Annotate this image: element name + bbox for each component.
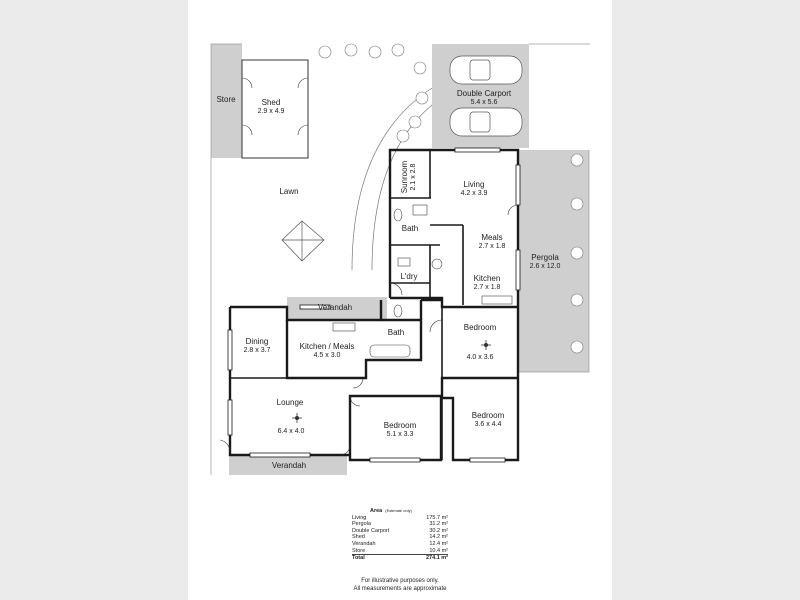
shed-doors	[241, 77, 309, 136]
pergola-area	[518, 150, 589, 372]
property-boundary	[210, 43, 590, 475]
windows	[227, 147, 521, 463]
bath-lower-label: Bath	[387, 328, 405, 337]
bedroom-east-label: Bedroom	[463, 323, 497, 332]
disclaimer-line-1: For illustrative purposes only.	[361, 578, 439, 584]
lounge-dims: 6.4 x 4.0	[277, 428, 305, 435]
disclaimer: For illustrative purposes only. All meas…	[320, 577, 480, 593]
bath-upper-label: Bath	[401, 224, 419, 233]
door-swings	[219, 204, 519, 456]
interior-walls	[230, 150, 464, 460]
lounge-label: Lounge	[276, 398, 304, 407]
verandah-top-label: Verandah	[317, 303, 353, 312]
garden-path	[351, 87, 433, 271]
verandah-bottom-label: Verandah	[271, 461, 307, 470]
area-heading: Area(Estimate only)	[370, 508, 412, 514]
cars	[449, 55, 523, 137]
laundry-label: L'dry	[400, 272, 418, 281]
fixtures	[332, 204, 513, 358]
ceiling-fans	[292, 340, 491, 423]
shed-outline	[241, 59, 309, 159]
disclaimer-line-2: All measurements are approximate	[353, 586, 447, 592]
verandah-bottom-area	[229, 455, 347, 475]
verandah-top-area	[287, 297, 387, 320]
store-area	[211, 44, 242, 158]
gazebo	[281, 220, 325, 262]
trees	[318, 43, 584, 354]
lawn-label: Lawn	[279, 187, 299, 196]
bedroom-east-dims: 4.0 x 3.6	[466, 354, 494, 361]
store-label: Store	[216, 95, 236, 104]
